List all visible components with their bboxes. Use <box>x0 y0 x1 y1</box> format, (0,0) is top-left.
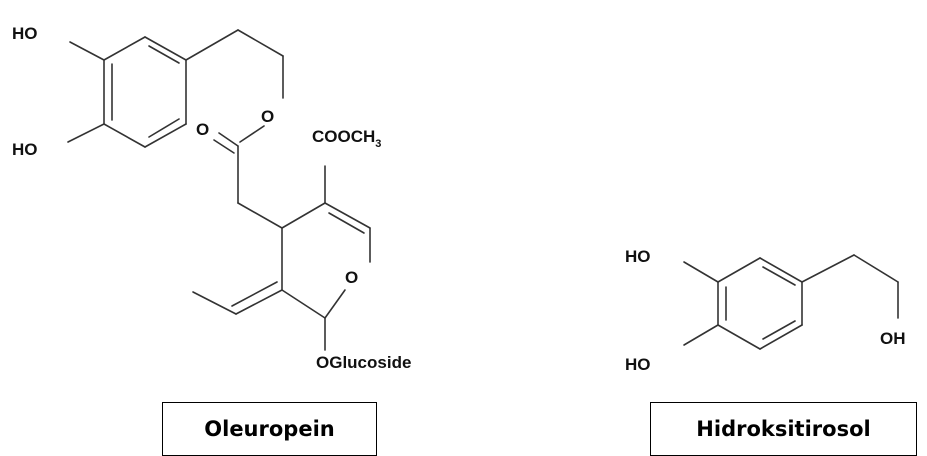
oleuropein-ethyl-chain-1 <box>185 29 239 61</box>
oleuropein-ethylidene-methyl <box>192 291 237 315</box>
oleuropein-name-box: Oleuropein <box>162 402 377 456</box>
hydroxytyrosol-oh-label: OH <box>880 329 906 348</box>
oleuropein-name: Oleuropein <box>204 417 335 441</box>
oleuropein-catechol-ring <box>103 36 187 148</box>
hydroxytyrosol-ho-top-label: HO <box>625 247 651 266</box>
oleuropein-ho-bottom-label: HO <box>12 140 38 159</box>
oleuropein-glucoside-label: OGlucoside <box>316 353 411 372</box>
oleuropein-carbonyl-o-label: O <box>196 120 209 139</box>
oleuropein-methyl-ester-main: COOCH <box>312 127 375 146</box>
oleuropein-carbonyl-bond-a <box>218 132 239 147</box>
hydroxytyrosol-ho-bottom-bond <box>683 324 719 346</box>
hydroxytyrosol-chain-1 <box>801 254 855 283</box>
oleuropein-ho-top-bond <box>69 41 105 61</box>
hydroxytyrosol-name: Hidroksitirosol <box>696 417 871 441</box>
oleuropein-ring-o-label: O <box>261 107 274 126</box>
oleuropein-carbonyl-bond-b <box>213 139 235 154</box>
oleuropein-methyl-ester-label: COOCH3 <box>312 127 381 150</box>
oleuropein-ho-bottom-bond <box>67 123 105 143</box>
hydroxytyrosol-structure: HO HO OH <box>625 247 906 374</box>
oleuropein-ethyl-chain-2 <box>237 29 284 57</box>
oleuropein-ethylidene-double-a <box>235 289 283 315</box>
hydroxytyrosol-name-box: Hidroksitirosol <box>650 402 917 456</box>
hydroxytyrosol-chain-2 <box>853 254 899 283</box>
oleuropein-pyran-ring <box>281 202 371 319</box>
oleuropein-ch2-ring-bond <box>237 202 283 229</box>
oleuropein-ho-top-label: HO <box>12 24 38 43</box>
oleuropein-ethylidene-double-b <box>231 281 278 307</box>
hydroxytyrosol-ho-top-bond <box>683 261 719 283</box>
hydroxytyrosol-catechol-ring <box>717 257 803 350</box>
hydroxytyrosol-ho-bottom-label: HO <box>625 355 651 374</box>
oleuropein-ester-o-bond <box>239 125 265 143</box>
oleuropein-methyl-ester-subscript: 3 <box>375 138 381 150</box>
oleuropein-structure: HO HO O O COOCH3 O OGlucoside <box>12 24 411 372</box>
oleuropein-pyran-o-label: O <box>345 268 358 287</box>
